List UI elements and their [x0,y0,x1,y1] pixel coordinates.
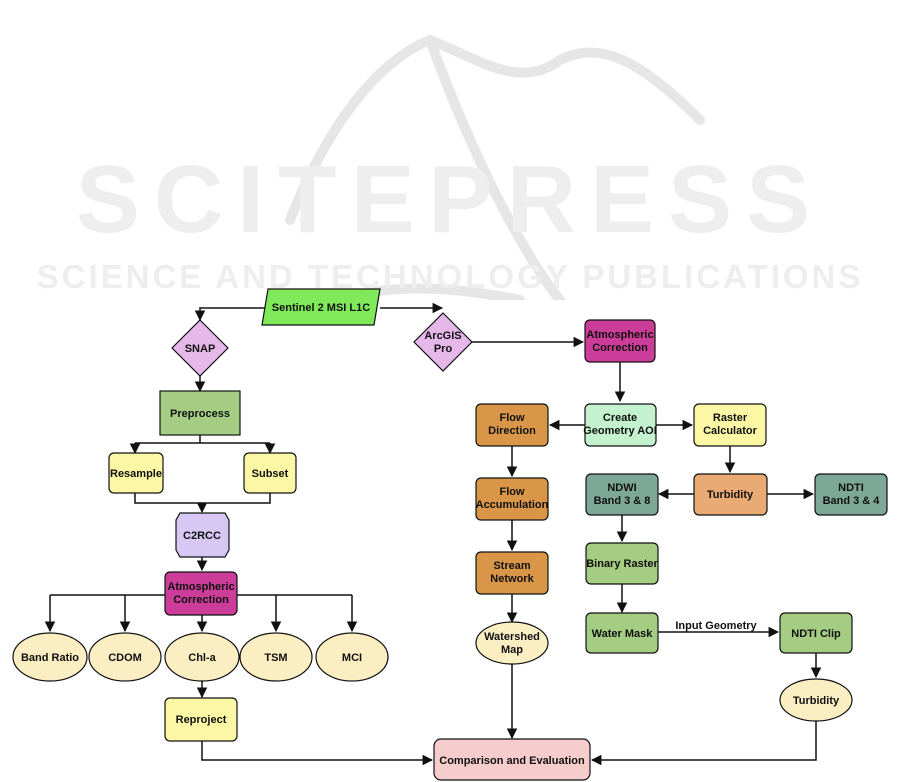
node-raster-calculator-label-1: Raster [713,412,748,424]
node-create-geometry-label-1: Create [603,412,637,424]
node-raster-calculator: Raster Calculator [693,403,767,447]
node-flow-direction-label-1: Flow [499,412,524,424]
node-ndti-label-2: Band 3 & 4 [823,495,881,507]
node-flow-accumulation: Flow Accumulation [475,477,549,521]
node-atm-right-label-2: Correction [592,342,648,354]
node-sentinel-label: Sentinel 2 MSI L1C [272,302,370,314]
edge-preprocess-split [135,435,270,444]
node-ndti-clip: NDTI Clip [779,612,853,654]
node-atm-left-label-1: Atmospheric [167,581,234,593]
node-turbidity-oval-label: Turbidity [793,695,840,707]
node-create-geometry: Create Geometry AOI [583,403,657,447]
edge-merge-c2rcc [134,493,271,512]
node-comparison-label: Comparison and Evaluation [439,755,585,767]
watermark-title: SCITEPRESS [76,146,824,253]
edge-label-input-geometry: Input Geometry [675,620,757,632]
node-subset-label: Subset [252,468,289,480]
node-ndti: NDTI Band 3 & 4 [814,473,888,516]
node-tsm-label: TSM [264,652,287,664]
node-cdom-label: CDOM [108,652,142,664]
node-flow-accumulation-label-1: Flow [499,486,524,498]
node-turbidity-oval: Turbidity [779,678,853,722]
edges [44,302,822,766]
node-atm-left: Atmospheric Correction [164,571,238,616]
watermark-subtitle: SCIENCE AND TECHNOLOGY PUBLICATIONS [37,258,864,295]
node-chla-label: Chl-a [188,652,216,664]
node-reproject-label: Reproject [176,714,227,726]
node-flow-direction-label-2: Direction [488,425,536,437]
node-mci: MCI [315,632,389,682]
node-cdom: CDOM [88,632,162,682]
node-resample-label: Resample [110,468,162,480]
node-ndwi-label-1: NDWI [607,482,636,494]
node-watershed-map: Watershed Map [475,621,549,665]
node-water-mask: Water Mask [585,612,659,654]
node-arcgis-label-1: ArcGIS [424,330,461,342]
node-comparison: Comparison and Evaluation [433,738,591,781]
node-atm-right-label-1: Atmospheric [586,329,653,341]
node-turbidity-box: Turbidity [693,473,768,516]
node-sentinel: Sentinel 2 MSI L1C [261,288,381,326]
node-flow-direction: Flow Direction [475,403,549,447]
node-watershed-map-label-1: Watershed [484,631,540,643]
node-atm-right: Atmospheric Correction [584,319,656,363]
node-ndti-label-1: NDTI [838,482,864,494]
scitepress-watermark: SCITEPRESS SCIENCE AND TECHNOLOGY PUBLIC… [37,34,864,300]
node-water-mask-label: Water Mask [592,628,654,640]
node-ndwi-label-2: Band 3 & 8 [594,495,651,507]
node-chla: Chl-a [164,632,240,682]
node-raster-calculator-label-2: Calculator [703,425,758,437]
node-stream-network: Stream Network [475,551,549,595]
node-stream-network-label-1: Stream [493,560,531,572]
node-arcgis: ArcGIS Pro [413,312,473,372]
node-preprocess-label: Preprocess [170,408,230,420]
node-arcgis-label-2: Pro [434,343,453,355]
node-stream-network-label-2: Network [490,573,534,585]
node-snap: SNAP [171,319,229,377]
node-ndti-clip-label: NDTI Clip [791,628,841,640]
node-turbidity-box-label: Turbidity [707,489,754,501]
node-snap-label: SNAP [185,343,216,355]
node-atm-left-label-2: Correction [173,594,229,606]
node-ndwi: NDWI Band 3 & 8 [585,473,659,516]
node-binary-raster-label: Binary Raster [586,558,658,570]
node-reproject: Reproject [164,697,238,742]
node-watershed-map-label-2: Map [501,644,523,656]
edge-turbidity-comparison [590,720,817,766]
node-c2rcc: C2RCC [175,512,230,558]
node-flow-accumulation-label-2: Accumulation [476,499,549,511]
edge-reproject-comparison [201,741,434,766]
node-c2rcc-label: C2RCC [183,530,221,542]
node-binary-raster: Binary Raster [585,542,659,585]
node-subset: Subset [243,452,297,494]
node-band-ratio-label: Band Ratio [21,652,79,664]
node-band-ratio: Band Ratio [12,632,88,682]
node-mci-label: MCI [342,652,362,664]
node-create-geometry-label-2: Geometry AOI [583,425,657,437]
node-tsm: TSM [239,632,313,682]
node-preprocess: Preprocess [159,390,241,436]
edge-sentinel-snap [194,307,265,322]
node-resample: Resample [108,452,164,494]
